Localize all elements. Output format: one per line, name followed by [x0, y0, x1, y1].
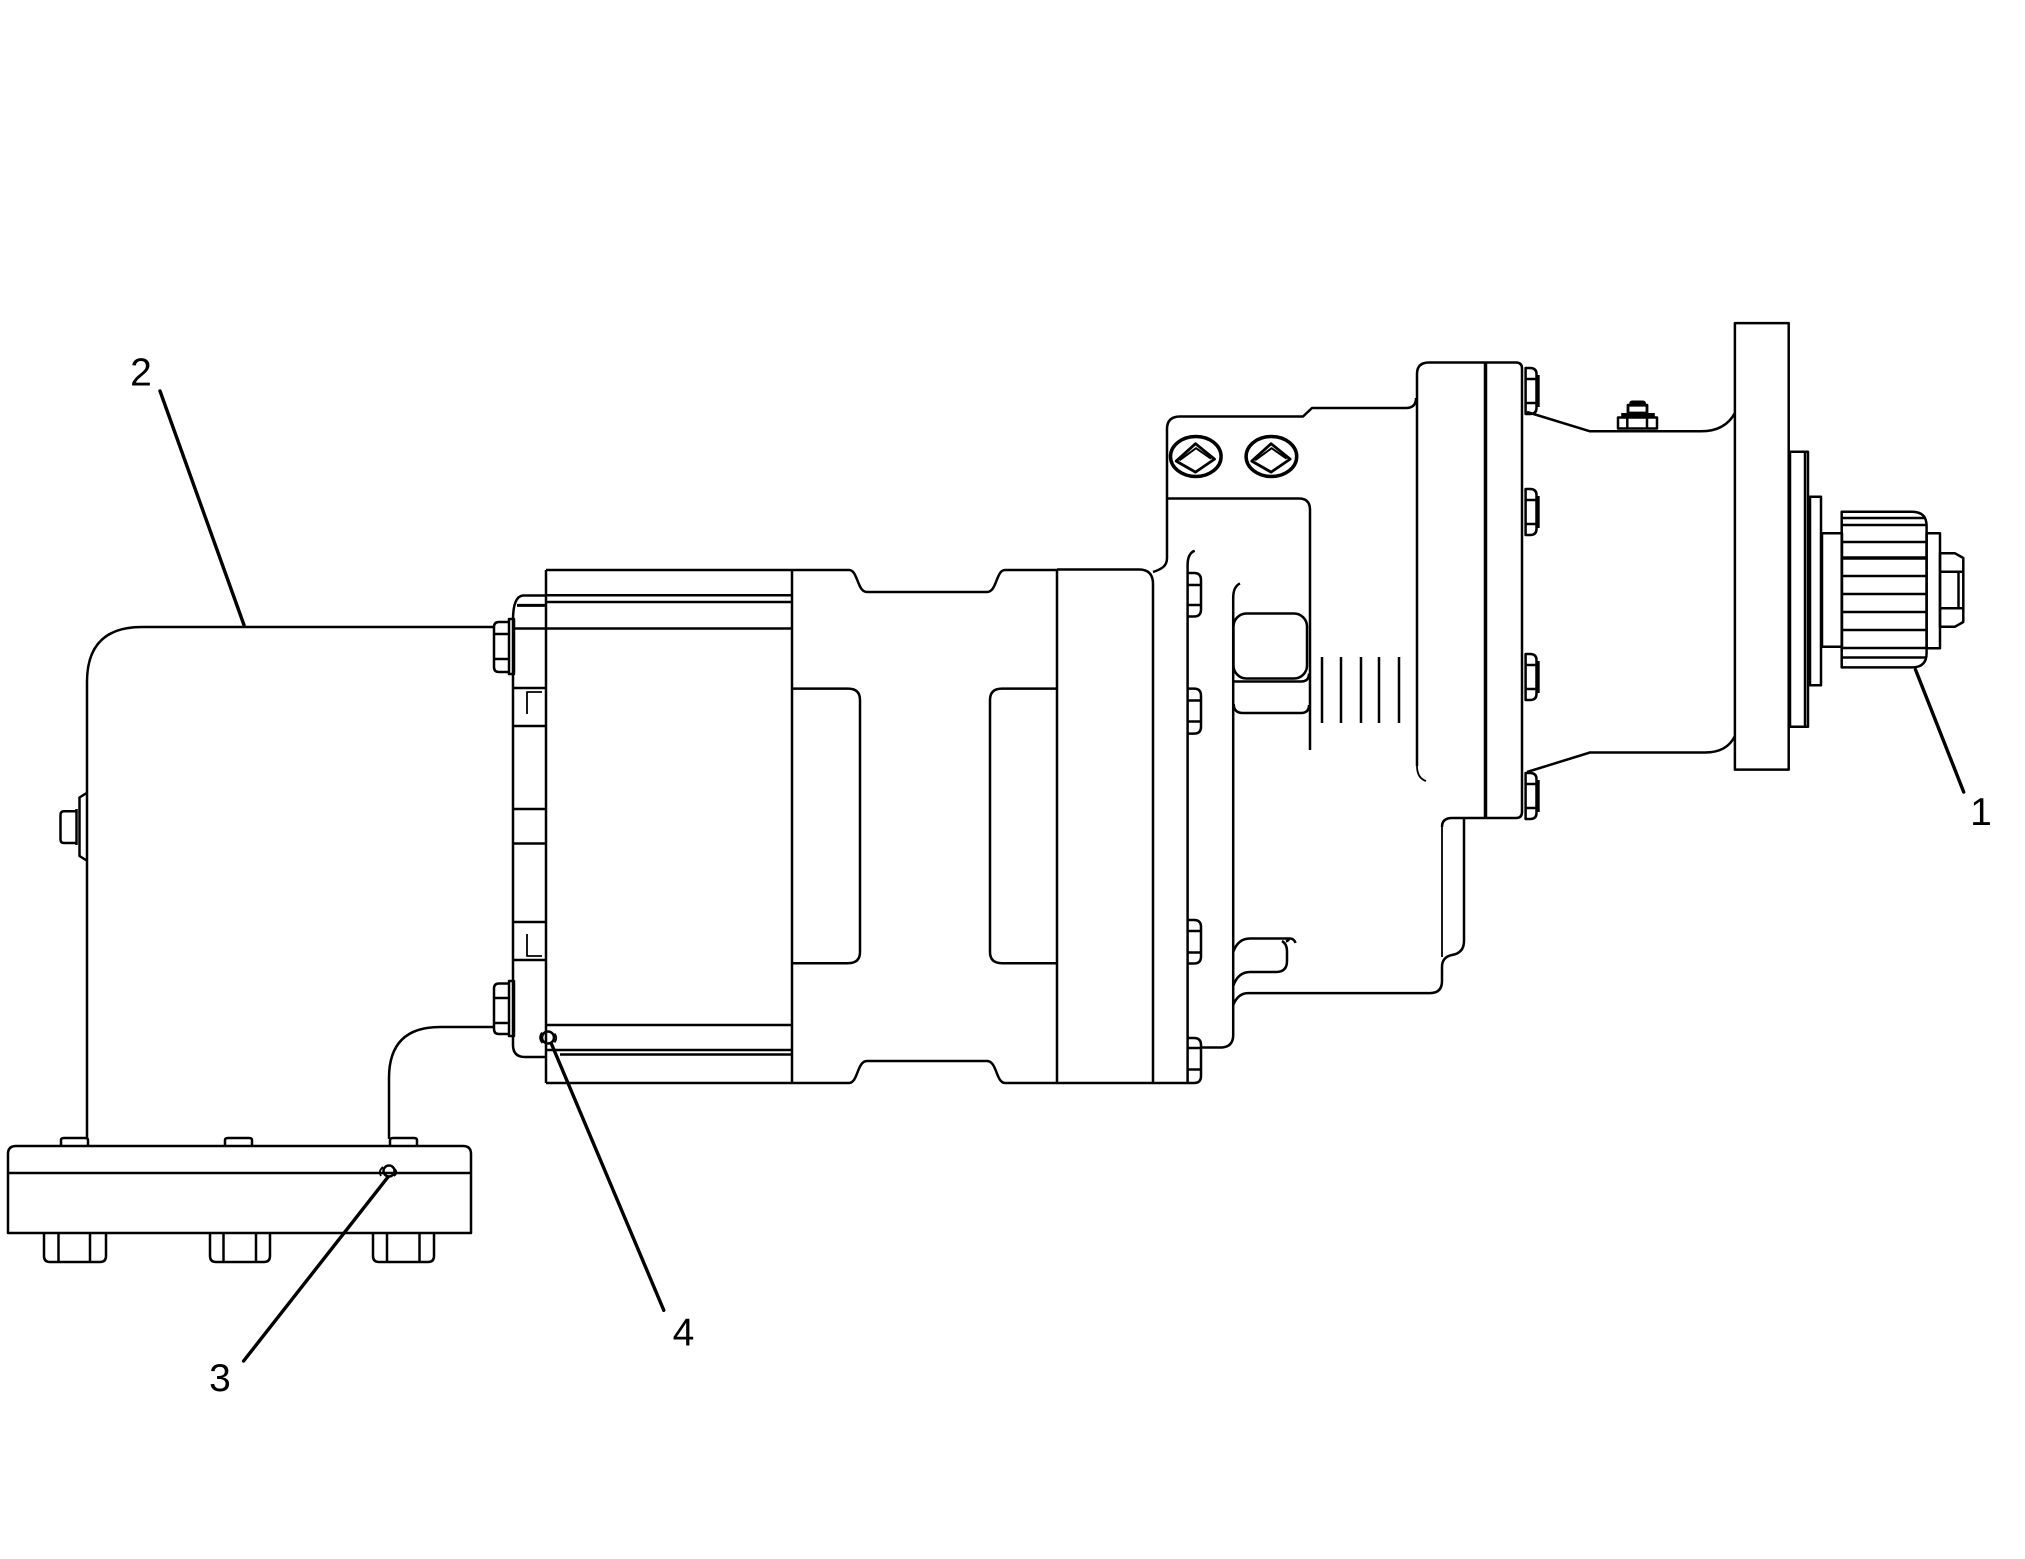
svg-text:1: 1 [1970, 791, 1992, 834]
svg-text:4: 4 [673, 1312, 695, 1355]
svg-text:2: 2 [130, 352, 152, 395]
svg-text:3: 3 [209, 1357, 231, 1400]
